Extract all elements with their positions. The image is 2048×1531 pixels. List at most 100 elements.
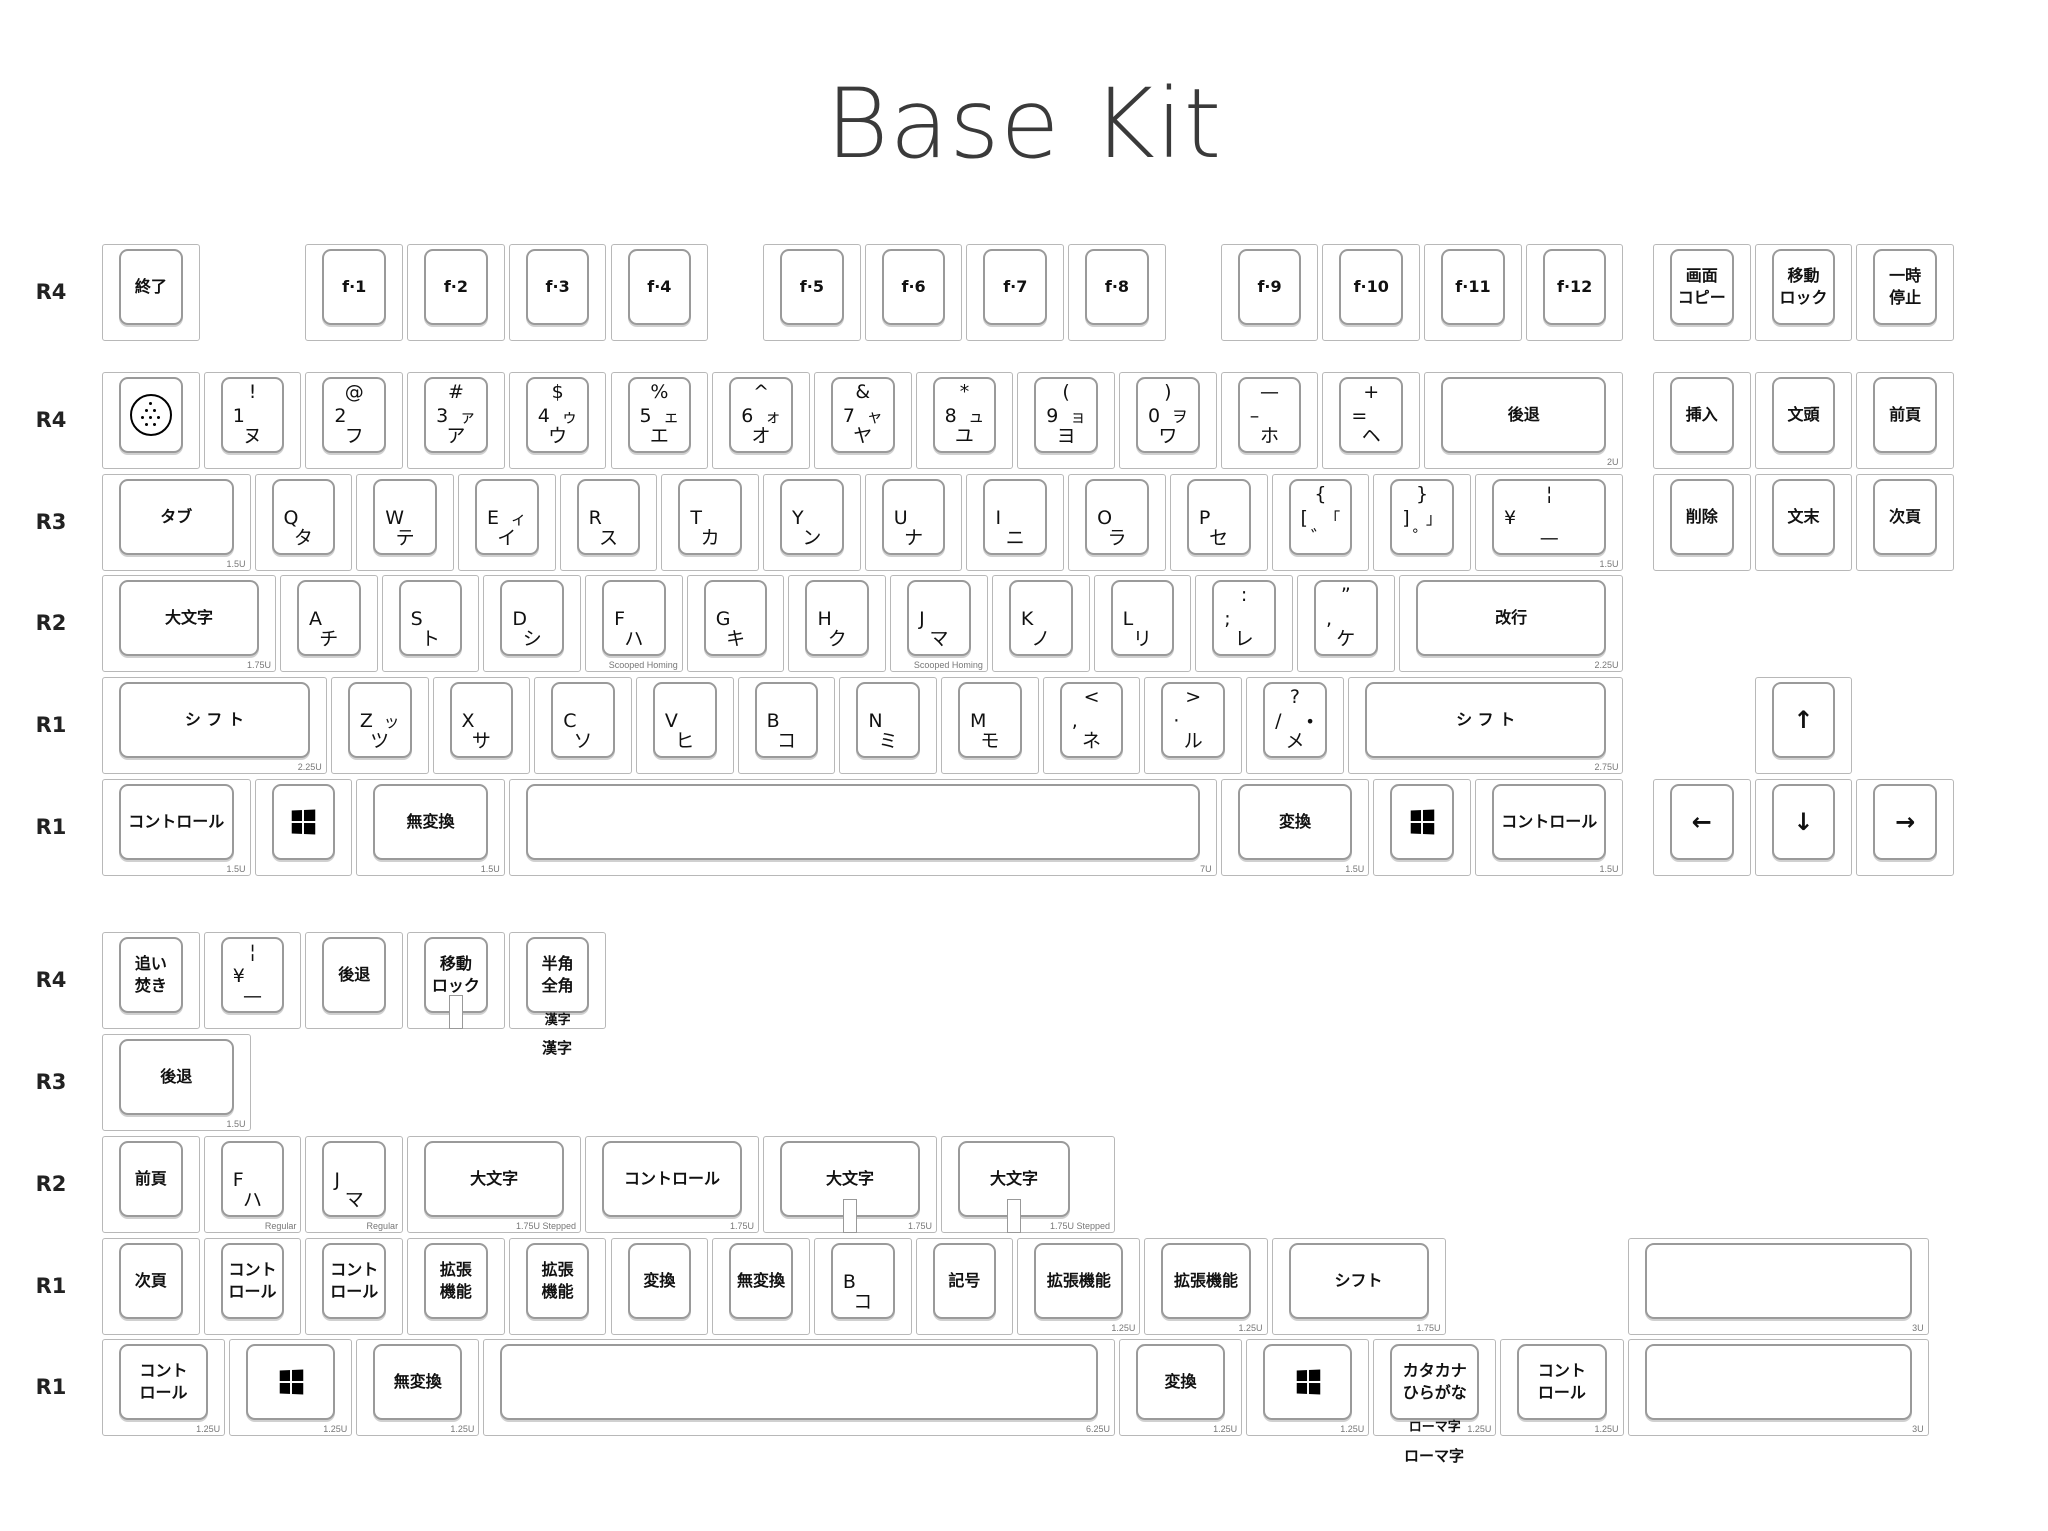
key[interactable]: :;レ bbox=[1195, 575, 1293, 672]
key[interactable]: 半角 全角漢字 bbox=[508, 932, 607, 1029]
key[interactable]: 後退 bbox=[305, 932, 404, 1029]
key[interactable]: 拡張 機能 bbox=[407, 1238, 505, 1335]
key[interactable]: コント ロール bbox=[203, 1238, 302, 1335]
key[interactable]: 記号 bbox=[915, 1238, 1014, 1335]
key[interactable]: f·2 bbox=[407, 244, 505, 341]
key[interactable]: —–ホ bbox=[1220, 372, 1319, 469]
key[interactable]: 前頁 bbox=[102, 1136, 200, 1233]
key[interactable]: 拡張 機能 bbox=[508, 1238, 607, 1335]
key[interactable]: ↓ bbox=[1754, 779, 1853, 876]
key[interactable]: 3U bbox=[1627, 1339, 1929, 1436]
key[interactable]: 次頁 bbox=[102, 1238, 200, 1335]
key[interactable]: 変換 bbox=[610, 1238, 709, 1335]
key[interactable]: 挿入 bbox=[1652, 372, 1751, 469]
key[interactable]: 無変換 bbox=[712, 1238, 810, 1335]
key[interactable]: 終了 bbox=[102, 244, 200, 341]
key[interactable]: f·7 bbox=[966, 244, 1065, 341]
key[interactable]: f·3 bbox=[508, 244, 607, 341]
key[interactable]: f·8 bbox=[1068, 244, 1166, 341]
key[interactable]: f·1 bbox=[305, 244, 404, 341]
key[interactable]: f·6 bbox=[864, 244, 963, 341]
key[interactable]: ← bbox=[1652, 779, 1751, 876]
key[interactable]: f·4 bbox=[610, 244, 709, 341]
key[interactable]: }]」゜ bbox=[1373, 474, 1471, 571]
key[interactable]: 1.25U bbox=[229, 1339, 353, 1436]
key[interactable]: 削除 bbox=[1652, 474, 1751, 571]
key[interactable]: 6.25U bbox=[483, 1339, 1115, 1436]
key[interactable] bbox=[1373, 779, 1471, 876]
key[interactable]: f·9 bbox=[1220, 244, 1319, 341]
key[interactable]: 追い 焚き bbox=[102, 932, 200, 1029]
key[interactable]: f·10 bbox=[1322, 244, 1421, 341]
key[interactable]: <,ネ bbox=[1042, 677, 1141, 774]
key[interactable]: ?/•メ bbox=[1246, 677, 1344, 774]
key[interactable]: 画面 コピー bbox=[1652, 244, 1751, 341]
key[interactable] bbox=[102, 372, 200, 469]
key[interactable]: ”,ケ bbox=[1296, 575, 1395, 672]
key[interactable]: → bbox=[1856, 779, 1954, 876]
key[interactable]: 7U bbox=[508, 779, 1217, 876]
key[interactable]: f·5 bbox=[763, 244, 861, 341]
key[interactable]: 前頁 bbox=[1856, 372, 1954, 469]
key[interactable]: f·11 bbox=[1424, 244, 1522, 341]
key[interactable]: 文頭 bbox=[1754, 372, 1853, 469]
key[interactable]: 移動 ロック bbox=[407, 932, 505, 1029]
key[interactable]: 1.25U bbox=[1246, 1339, 1370, 1436]
key[interactable]: 次頁 bbox=[1856, 474, 1954, 571]
key[interactable]: f·12 bbox=[1525, 244, 1624, 341]
key[interactable]: 移動 ロック bbox=[1754, 244, 1853, 341]
key[interactable]: ↑ bbox=[1754, 677, 1853, 774]
